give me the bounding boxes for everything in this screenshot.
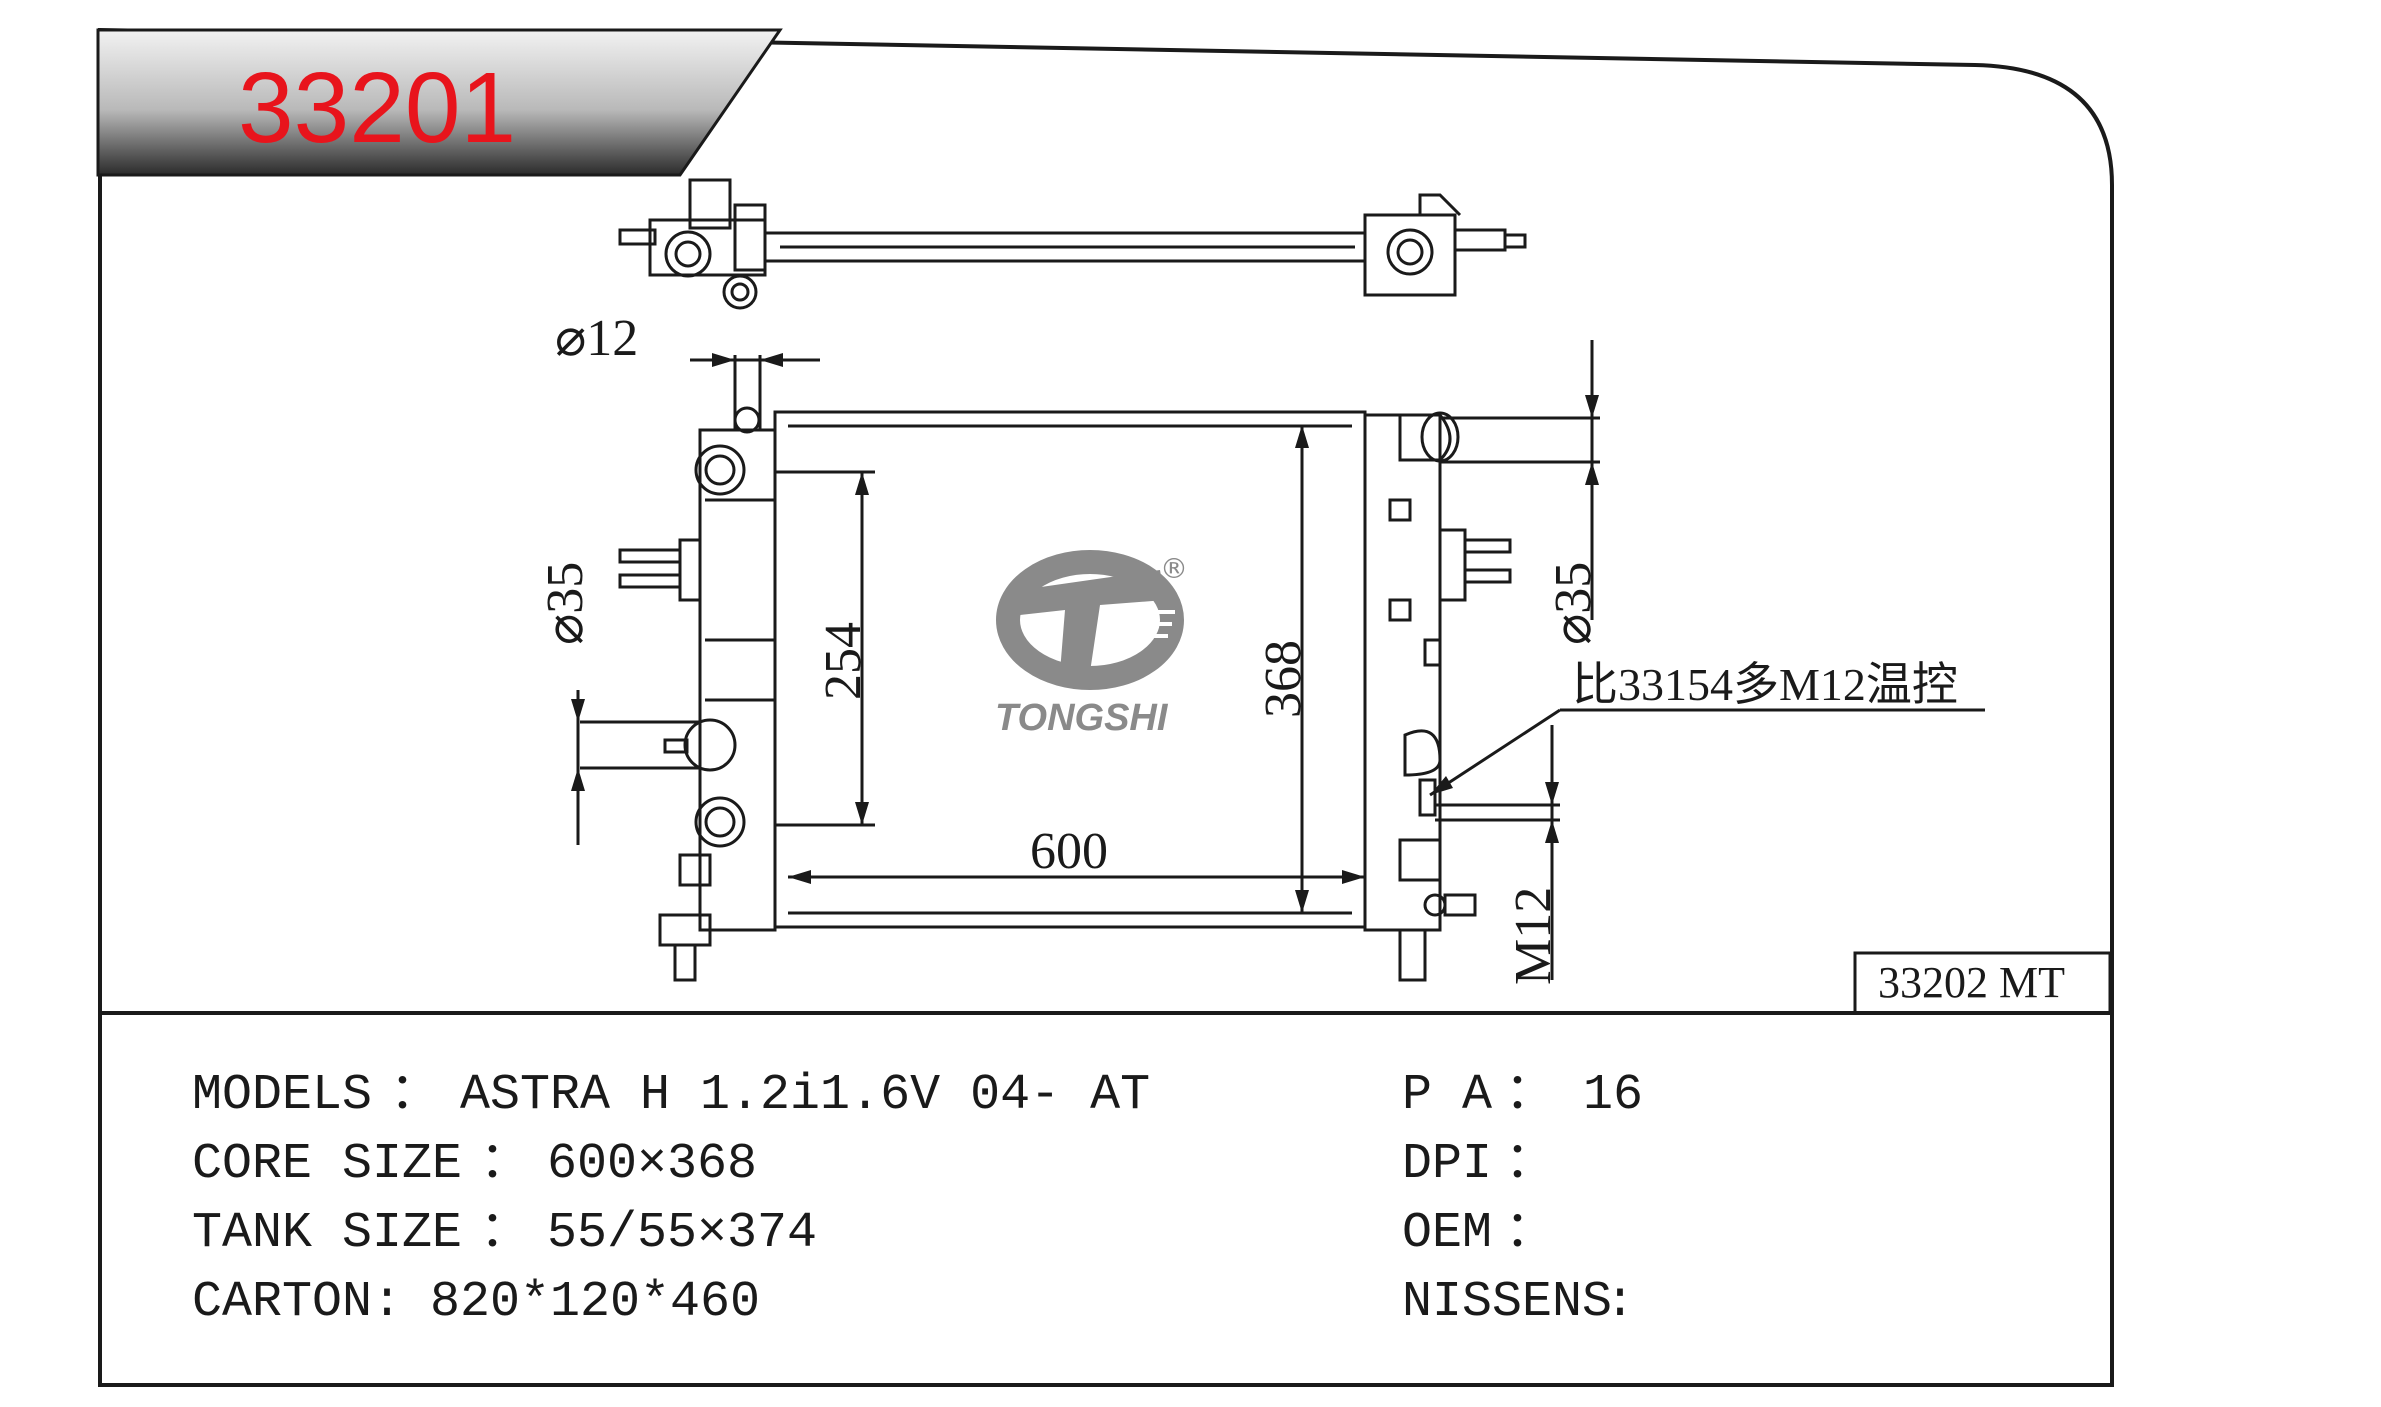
spec-value-tank-size: 55/55×374 <box>547 1205 817 1262</box>
spec-label-core-size: CORE SIZE <box>192 1136 462 1193</box>
spec-value-core-size: 600×368 <box>547 1136 757 1193</box>
sensor-thread-label: M12 <box>1505 887 1562 985</box>
variant-label: 33202 MT <box>1878 958 2065 1007</box>
spec-label-pa: P A <box>1402 1067 1492 1124</box>
spec-list-left: MODELS ： ASTRA H 1.2i1.6V 04- AT CORE SI… <box>192 1067 1150 1331</box>
spec-sep-dpi: ： <box>1505 1136 1555 1193</box>
spec-sep-nissens: : <box>1605 1274 1635 1331</box>
spec-value-pa: 16 <box>1583 1067 1643 1124</box>
inner-height-label: 254 <box>815 622 872 700</box>
spec-sep-pa: ： <box>1505 1067 1555 1124</box>
spec-sep-tank-size: ： <box>480 1205 530 1262</box>
core-width-label: 600 <box>1030 823 1108 880</box>
outer-frame <box>98 27 2114 1387</box>
left-pipe-diameter-label: ⌀35 <box>537 562 594 645</box>
brand-name: TONGSHI <box>995 697 1169 739</box>
inlet-diameter-label: ⌀12 <box>555 310 638 367</box>
tongshi-logo: ® TONGSHI <box>995 550 1188 739</box>
spec-label-nissens: NISSENS <box>1402 1274 1612 1331</box>
left-tank <box>618 358 777 982</box>
spec-label-carton: CARTON <box>192 1274 372 1331</box>
right-pipe-diameter-label: ⌀35 <box>1545 562 1602 645</box>
spec-sep-core-size: ： <box>480 1136 530 1193</box>
spec-sep-carton: : <box>372 1274 402 1331</box>
part-number: 33201 <box>238 52 516 164</box>
variant-box <box>1853 951 2112 1015</box>
dimension-lines <box>571 340 1985 980</box>
thermo-switch-note: 比33154多M12温控 <box>1572 659 1958 710</box>
right-tank <box>1363 411 1512 982</box>
spec-value-carton: 820*120*460 <box>430 1274 760 1331</box>
spec-value-models: ASTRA H 1.2i1.6V 04- AT <box>460 1067 1150 1124</box>
spec-sep-models: ： <box>390 1067 440 1124</box>
spec-label-models: MODELS <box>192 1067 372 1124</box>
spec-list-right: P A ： 16 DPI ： OEM ： NISSENS : <box>1402 1067 1643 1331</box>
core-height-label: 368 <box>1255 640 1312 718</box>
spec-label-dpi: DPI <box>1402 1136 1492 1193</box>
spec-label-tank-size: TANK SIZE <box>192 1205 462 1262</box>
spec-sep-oem: ： <box>1505 1205 1555 1262</box>
registered-mark: ® <box>1160 552 1188 585</box>
tongshi-emblem-icon <box>996 550 1184 690</box>
spec-label-oem: OEM <box>1402 1205 1492 1262</box>
top-view <box>618 178 1527 310</box>
header-badge: 33201 <box>96 28 783 177</box>
